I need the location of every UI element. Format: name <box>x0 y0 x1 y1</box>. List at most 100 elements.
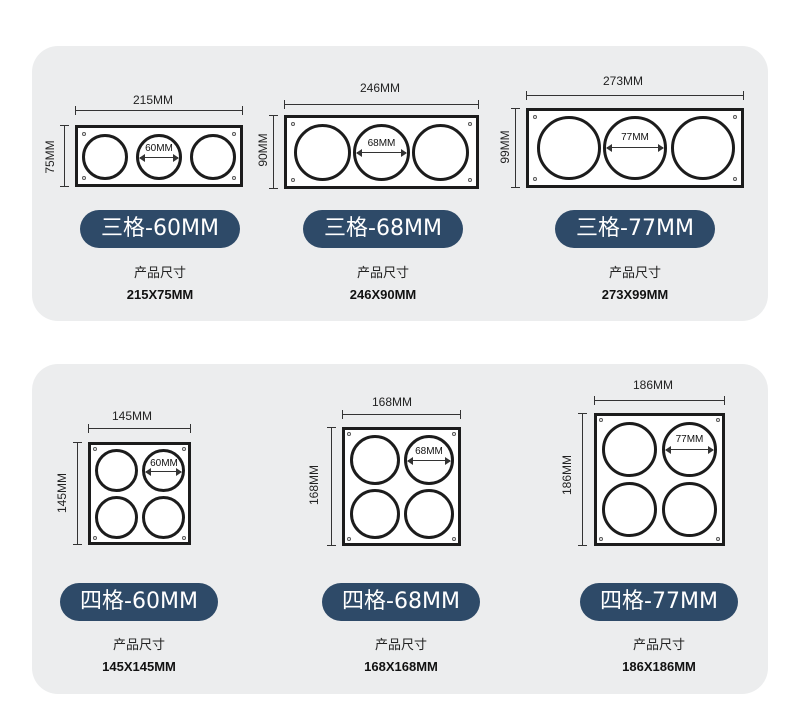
width-label: 145MM <box>112 409 153 423</box>
screw-icon <box>347 432 351 436</box>
spec-pill: 四格-77MM <box>580 583 738 621</box>
screw-icon <box>599 418 603 422</box>
size-value: 186X186MM <box>622 659 696 674</box>
hole <box>602 482 657 537</box>
screw-icon <box>182 536 186 540</box>
screw-icon <box>291 122 295 126</box>
width-dimension-line <box>88 424 191 433</box>
screw-icon <box>93 536 97 540</box>
screw-icon <box>93 447 97 451</box>
tray: 60MM <box>75 125 243 187</box>
height-dimension-line <box>73 442 82 545</box>
height-label: 90MM <box>256 133 270 167</box>
hole <box>350 489 400 539</box>
size-value: 145X145MM <box>102 659 176 674</box>
hole-label: 68MM <box>367 138 396 149</box>
screw-icon <box>452 432 456 436</box>
hole <box>602 422 657 477</box>
tray: 77MM <box>526 108 744 188</box>
height-label: 75MM <box>43 140 57 174</box>
screw-icon <box>468 122 472 126</box>
size-caption: 产品尺寸 <box>356 266 409 281</box>
hole-dimension-arrow <box>356 149 407 157</box>
screw-icon <box>452 537 456 541</box>
hole <box>671 116 735 180</box>
height-label: 168MM <box>307 465 321 506</box>
hole-label: 60MM <box>150 458 178 469</box>
hole-dimension-arrow <box>407 457 451 465</box>
width-dimension-line <box>526 91 744 100</box>
height-label: 145MM <box>55 473 69 514</box>
screw-icon <box>716 418 720 422</box>
screw-icon <box>291 178 295 182</box>
width-dimension-line <box>75 106 243 115</box>
hole <box>603 116 667 180</box>
width-label: 215MM <box>133 93 174 107</box>
hole <box>294 124 351 181</box>
screw-icon <box>733 177 737 181</box>
screw-icon <box>232 132 236 136</box>
width-label: 273MM <box>603 74 644 88</box>
size-caption: 产品尺寸 <box>608 266 661 281</box>
tray: 60MM <box>88 442 191 545</box>
hole-label: 77MM <box>675 434 704 445</box>
width-dimension-line <box>342 410 461 419</box>
hole <box>412 124 469 181</box>
hole-dimension-arrow <box>606 144 664 152</box>
hole-dimension-arrow <box>145 468 182 476</box>
screw-icon <box>182 447 186 451</box>
size-value: 215X75MM <box>126 287 194 302</box>
size-caption: 产品尺寸 <box>374 638 427 653</box>
spec-pill: 三格-60MM <box>80 210 240 248</box>
hole-label: 60MM <box>145 143 173 154</box>
tray: 68MM <box>284 115 479 189</box>
spec-pill: 三格-68MM <box>303 210 463 248</box>
screw-icon <box>232 176 236 180</box>
hole <box>95 449 138 492</box>
hole <box>350 435 400 485</box>
hole <box>142 496 185 539</box>
size-caption: 产品尺寸 <box>112 638 165 653</box>
screw-icon <box>82 132 86 136</box>
width-dimension-line <box>284 100 479 109</box>
width-dimension-line <box>594 396 725 405</box>
hole <box>82 134 128 180</box>
hole <box>537 116 601 180</box>
screw-icon <box>468 178 472 182</box>
hole-label: 68MM <box>415 446 443 457</box>
height-dimension-line <box>578 413 587 546</box>
width-label: 186MM <box>633 378 674 392</box>
height-dimension-line <box>60 125 69 187</box>
height-dimension-line <box>327 427 336 546</box>
width-label: 168MM <box>372 395 413 409</box>
screw-icon <box>347 537 351 541</box>
hole <box>190 134 236 180</box>
hole <box>662 482 717 537</box>
screw-icon <box>733 115 737 119</box>
hole-dimension-arrow <box>139 154 179 162</box>
screw-icon <box>533 177 537 181</box>
size-value: 273X99MM <box>601 287 669 302</box>
height-label: 186MM <box>560 455 574 496</box>
size-caption: 产品尺寸 <box>133 266 186 281</box>
height-dimension-line <box>511 108 520 188</box>
hole-dimension-arrow <box>665 446 714 454</box>
size-value: 168X168MM <box>364 659 438 674</box>
hole-label: 77MM <box>621 132 649 143</box>
screw-icon <box>599 537 603 541</box>
spec-pill: 四格-68MM <box>322 583 480 621</box>
spec-pill: 三格-77MM <box>555 210 715 248</box>
hole <box>95 496 138 539</box>
width-label: 246MM <box>360 81 401 95</box>
size-caption: 产品尺寸 <box>632 638 685 653</box>
hole <box>404 489 454 539</box>
screw-icon <box>533 115 537 119</box>
screw-icon <box>82 176 86 180</box>
tray: 68MM <box>342 427 461 546</box>
height-dimension-line <box>269 115 278 189</box>
tray: 77MM <box>594 413 725 546</box>
screw-icon <box>716 537 720 541</box>
spec-pill: 四格-60MM <box>60 583 218 621</box>
size-value: 246X90MM <box>349 287 417 302</box>
height-label: 99MM <box>498 130 512 164</box>
